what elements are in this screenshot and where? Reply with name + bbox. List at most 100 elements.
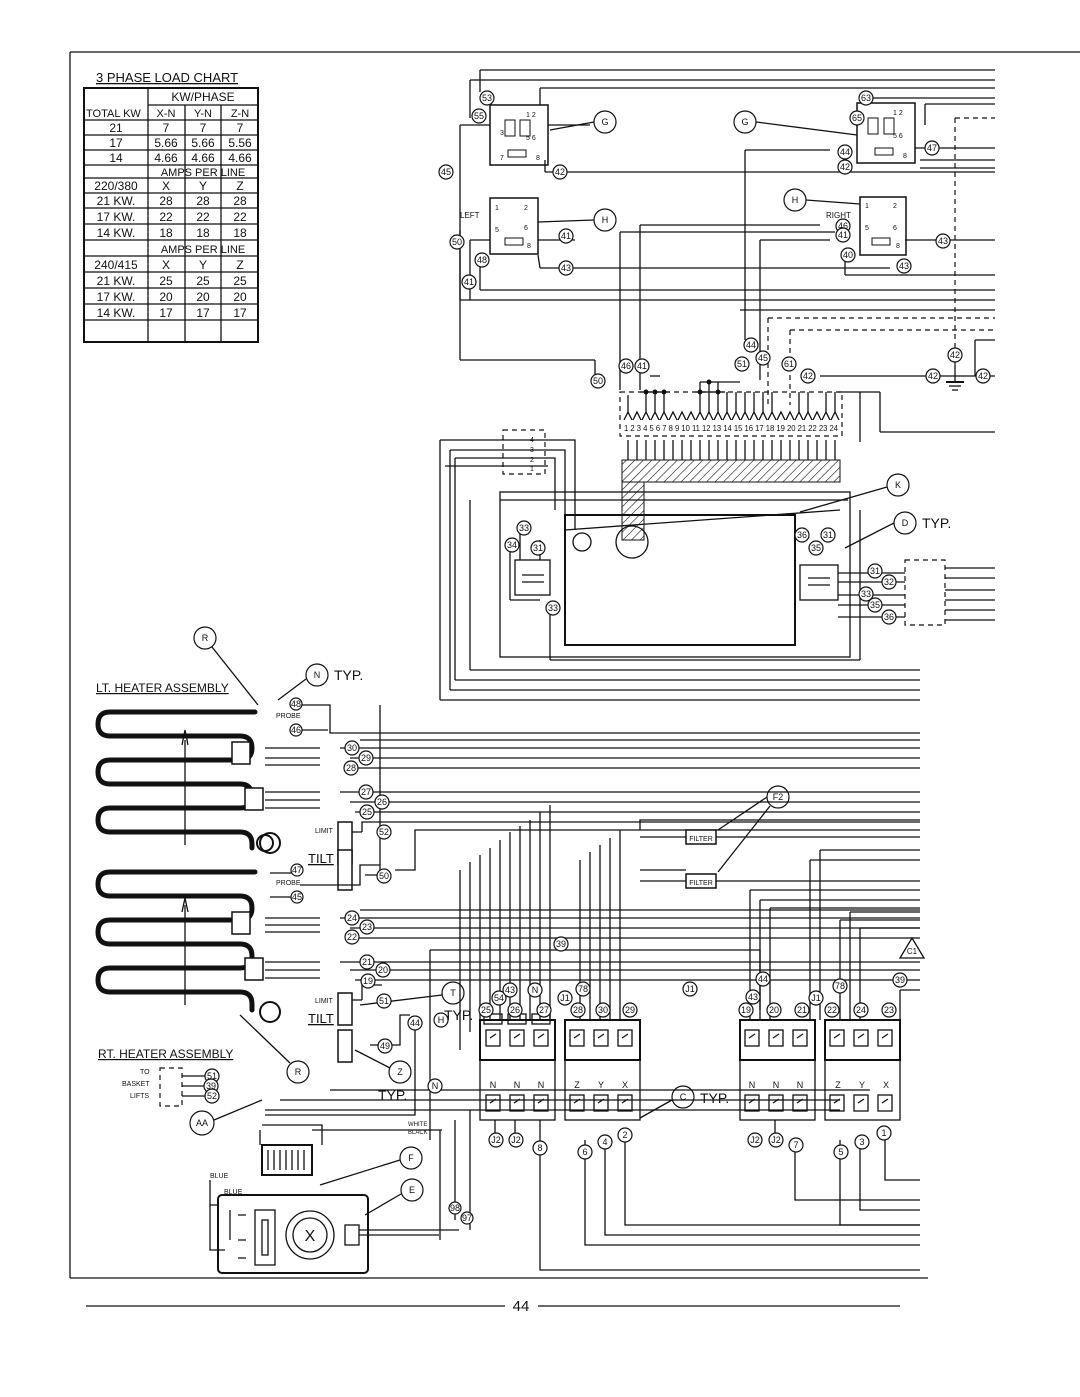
- svg-text:8: 8: [896, 243, 900, 250]
- svg-text:30: 30: [598, 1005, 608, 1015]
- svg-text:43: 43: [561, 263, 571, 273]
- svg-text:J1: J1: [685, 984, 695, 994]
- contactor-wiring: [429, 805, 920, 1271]
- callout-c: [671, 1085, 695, 1109]
- svg-text:47: 47: [927, 143, 937, 153]
- svg-text:44: 44: [758, 974, 768, 984]
- svg-text:50: 50: [593, 376, 603, 386]
- svg-text:30: 30: [347, 743, 357, 753]
- svg-text:25: 25: [481, 1005, 491, 1015]
- svg-text:41: 41: [838, 230, 848, 240]
- svg-text:8: 8: [537, 1143, 542, 1153]
- svg-text:78: 78: [835, 981, 845, 991]
- kw-row-1-x: 7: [163, 121, 170, 135]
- svg-text:25: 25: [362, 807, 372, 817]
- filter-label-1: FILTER: [689, 836, 713, 843]
- svg-text:F2: F2: [773, 792, 784, 802]
- limit-label-2: LIMIT: [315, 998, 334, 1005]
- connector-right-6pin: [904, 559, 995, 626]
- svg-text:N: N: [538, 1080, 545, 1090]
- relay-wiring: [459, 124, 995, 405]
- svg-text:42: 42: [555, 167, 565, 177]
- svg-text:N: N: [490, 1080, 497, 1090]
- svg-text:J2: J2: [771, 1135, 781, 1145]
- svg-text:2: 2: [893, 203, 897, 210]
- v240-header-2: Y: [199, 258, 207, 272]
- control-board: [499, 459, 851, 658]
- svg-text:49: 49: [380, 1041, 390, 1051]
- svg-text:43: 43: [899, 261, 909, 271]
- callout-t: [441, 981, 465, 1005]
- callout-r-top: [193, 626, 217, 650]
- probe-label-2: PROBE: [276, 880, 301, 887]
- kw-row-1-z: 7: [237, 121, 244, 135]
- svg-text:Z: Z: [397, 1067, 403, 1077]
- svg-text:31: 31: [823, 530, 833, 540]
- svg-text:5 6: 5 6: [526, 135, 536, 142]
- callout-e: [400, 1178, 424, 1202]
- transformer: BLUE BLUE WHITE BLACK: [210, 1122, 442, 1196]
- svg-text:45: 45: [758, 353, 768, 363]
- svg-text:7: 7: [500, 155, 504, 162]
- kw-row-1-y: 7: [200, 121, 207, 135]
- svg-text:44: 44: [840, 147, 850, 157]
- v220-row-2-y: 22: [196, 210, 210, 224]
- svg-text:22: 22: [347, 932, 357, 942]
- svg-text:65: 65: [852, 113, 862, 123]
- svg-text:26: 26: [510, 1005, 520, 1015]
- v220-row-1-z: 28: [233, 194, 247, 208]
- relay-h-left: 1 2 5 6 8 LEFT: [460, 197, 539, 255]
- svg-text:N: N: [749, 1080, 756, 1090]
- svg-text:44: 44: [410, 1018, 420, 1028]
- svg-text:C1: C1: [907, 947, 918, 956]
- svg-text:21: 21: [362, 957, 372, 967]
- relay-g-right: 1 2 5 6 8: [856, 102, 916, 164]
- kw-row-3-total: 14: [109, 151, 123, 165]
- v220-row-2-kw: 17 KW.: [97, 210, 136, 224]
- svg-text:3: 3: [859, 1137, 864, 1147]
- svg-text:36: 36: [797, 530, 807, 540]
- col-header-xn: X-N: [157, 108, 176, 120]
- page-number: 44: [513, 1298, 530, 1315]
- svg-text:R: R: [202, 633, 209, 643]
- v240-row-3-z: 17: [233, 306, 247, 320]
- svg-text:24: 24: [856, 1005, 866, 1015]
- svg-text:AA: AA: [196, 1118, 208, 1128]
- svg-text:N: N: [797, 1080, 804, 1090]
- ground-icon: [946, 365, 964, 391]
- svg-text:2: 2: [524, 205, 528, 212]
- svg-text:29: 29: [361, 753, 371, 763]
- v240-row-2-y: 20: [196, 290, 210, 304]
- svg-text:35: 35: [870, 600, 880, 610]
- svg-text:34: 34: [507, 540, 517, 550]
- tilt-label-1: TILT: [308, 851, 334, 866]
- relay-h-right: 1 2 5 6 8 RIGHT: [826, 196, 907, 256]
- v240-row-2-z: 20: [233, 290, 247, 304]
- svg-text:Z: Z: [574, 1080, 580, 1090]
- svg-text:33: 33: [548, 603, 558, 613]
- svg-text:5: 5: [495, 227, 499, 234]
- svg-text:F: F: [408, 1153, 414, 1163]
- svg-text:1: 1: [495, 205, 499, 212]
- svg-text:54: 54: [494, 993, 504, 1003]
- board-relay-left: [509, 530, 860, 661]
- v240-header-1: X: [162, 258, 170, 272]
- svg-text:23: 23: [884, 1005, 894, 1015]
- svg-text:39: 39: [556, 939, 566, 949]
- kw-row-2-x: 5.66: [154, 136, 178, 150]
- svg-text:42: 42: [950, 350, 960, 360]
- svg-text:41: 41: [561, 231, 571, 241]
- v220-header-3: Z: [236, 179, 243, 193]
- svg-text:46: 46: [838, 221, 848, 231]
- svg-text:J2: J2: [491, 1135, 501, 1145]
- svg-text:45: 45: [292, 892, 302, 902]
- svg-text:1 2: 1 2: [893, 110, 903, 117]
- contactor-group-3: N N N: [739, 1019, 816, 1121]
- svg-text:27: 27: [539, 1005, 549, 1015]
- v220-row-1-x: 28: [159, 194, 173, 208]
- v240-row-3-kw: 14 KW.: [97, 306, 136, 320]
- svg-text:N: N: [314, 670, 321, 680]
- kw-row-1-total: 21: [109, 121, 123, 135]
- v240-row-3-x: 17: [159, 306, 173, 320]
- svg-text:39: 39: [206, 1081, 216, 1091]
